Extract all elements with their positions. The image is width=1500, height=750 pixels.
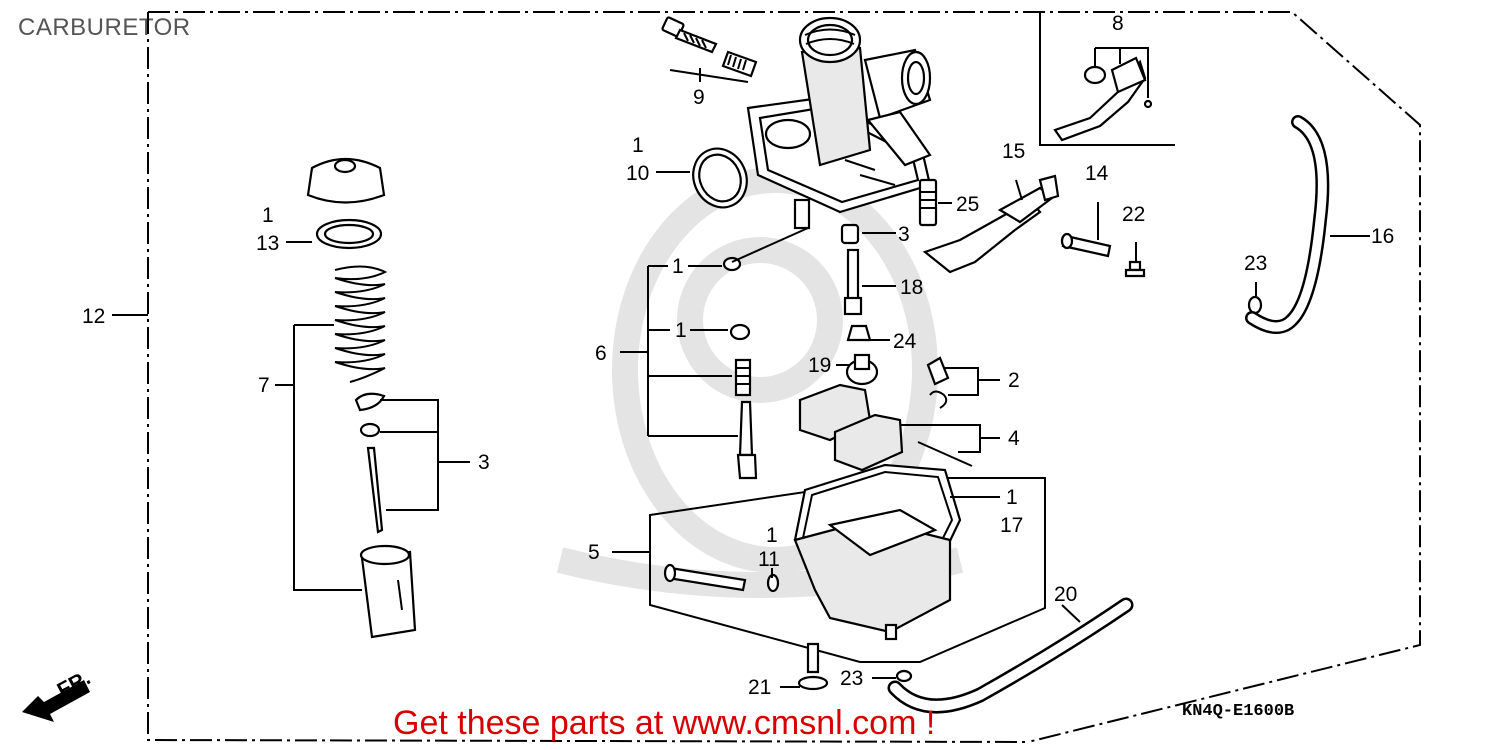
front-arrow-icon: FR. bbox=[22, 666, 94, 722]
vent-tube-16 bbox=[1245, 115, 1330, 334]
needle-jet-25 bbox=[918, 178, 938, 227]
throttle-spring bbox=[334, 265, 388, 383]
o-ring-10-inner bbox=[698, 153, 742, 203]
callout-labels: 8 9 1 10 15 14 25 22 16 1 13 3 23 12 1 1… bbox=[82, 12, 1394, 699]
callout-7: 7 bbox=[258, 374, 270, 397]
vent-tube-16-fill bbox=[1247, 117, 1327, 332]
callout-21: 21 bbox=[748, 676, 771, 699]
callout-1-c: 1 bbox=[672, 255, 684, 278]
callout-6: 6 bbox=[595, 342, 607, 365]
callout-10: 10 bbox=[626, 162, 649, 185]
needle-jet-18 bbox=[843, 248, 863, 316]
callout-22: 22 bbox=[1122, 203, 1145, 226]
diagram-code: KN4Q-E1600B bbox=[1182, 702, 1295, 721]
callout-25: 25 bbox=[956, 193, 979, 216]
float-bowl bbox=[793, 463, 962, 641]
main-jet-3 bbox=[840, 223, 860, 245]
callout-9: 9 bbox=[693, 86, 705, 109]
promo-banner[interactable]: Get these parts at www.cmsnl.com ! bbox=[393, 704, 936, 742]
inset-box bbox=[1039, 12, 1175, 146]
callout-12: 12 bbox=[82, 305, 105, 328]
throttle-stop-screw bbox=[661, 16, 758, 78]
choke-shaft-14 bbox=[1060, 232, 1112, 258]
jet-holder-19 bbox=[845, 353, 879, 386]
callout-1-d: 1 bbox=[675, 319, 687, 342]
callout-3-b: 3 bbox=[478, 451, 490, 474]
page-title: CARBURETOR bbox=[18, 14, 191, 41]
callout-16: 16 bbox=[1371, 225, 1394, 248]
callout-5: 5 bbox=[588, 541, 600, 564]
carburetor-body bbox=[746, 16, 932, 230]
hose-clip-23a bbox=[1247, 295, 1263, 315]
callout-1-b: 1 bbox=[262, 204, 274, 227]
callout-24: 24 bbox=[893, 330, 917, 353]
callout-17: 17 bbox=[1000, 514, 1023, 537]
callout-15: 15 bbox=[1002, 140, 1025, 163]
callout-3-a: 3 bbox=[898, 223, 910, 246]
drain-tube-20 bbox=[887, 597, 1134, 714]
callout-1-e: 1 bbox=[1006, 486, 1018, 509]
callout-14: 14 bbox=[1085, 162, 1109, 185]
assembly-frame-line bbox=[147, 11, 1421, 743]
leader-lines bbox=[112, 47, 1370, 688]
jet-needle-3 bbox=[354, 392, 386, 534]
throttle-linkage-8 bbox=[1053, 56, 1153, 142]
float-4 bbox=[798, 383, 973, 472]
callout-1-a: 1 bbox=[632, 134, 644, 157]
callout-19: 19 bbox=[808, 354, 831, 377]
callout-13: 13 bbox=[256, 232, 279, 255]
float-valve-2 bbox=[926, 356, 950, 409]
callout-8: 8 bbox=[1112, 12, 1124, 35]
callout-23-b: 23 bbox=[840, 667, 863, 690]
choke-lever-15 bbox=[922, 174, 1060, 274]
callout-23-a: 23 bbox=[1244, 252, 1267, 275]
callout-2: 2 bbox=[1008, 369, 1020, 392]
hose-clip-23b bbox=[895, 669, 913, 683]
air-screw-11 bbox=[663, 563, 780, 593]
top-cap-13 bbox=[306, 158, 386, 250]
callout-18: 18 bbox=[900, 276, 923, 299]
slow-jet-24 bbox=[846, 324, 872, 342]
callout-4: 4 bbox=[1008, 427, 1020, 450]
throttle-valve bbox=[359, 544, 417, 639]
screw-22 bbox=[1124, 260, 1146, 278]
callout-1-f: 1 bbox=[766, 524, 778, 547]
callout-11: 11 bbox=[758, 548, 780, 571]
drain-tube-20-fill bbox=[890, 600, 1131, 711]
drain-screw-21 bbox=[797, 642, 829, 691]
callout-20: 20 bbox=[1054, 583, 1077, 606]
